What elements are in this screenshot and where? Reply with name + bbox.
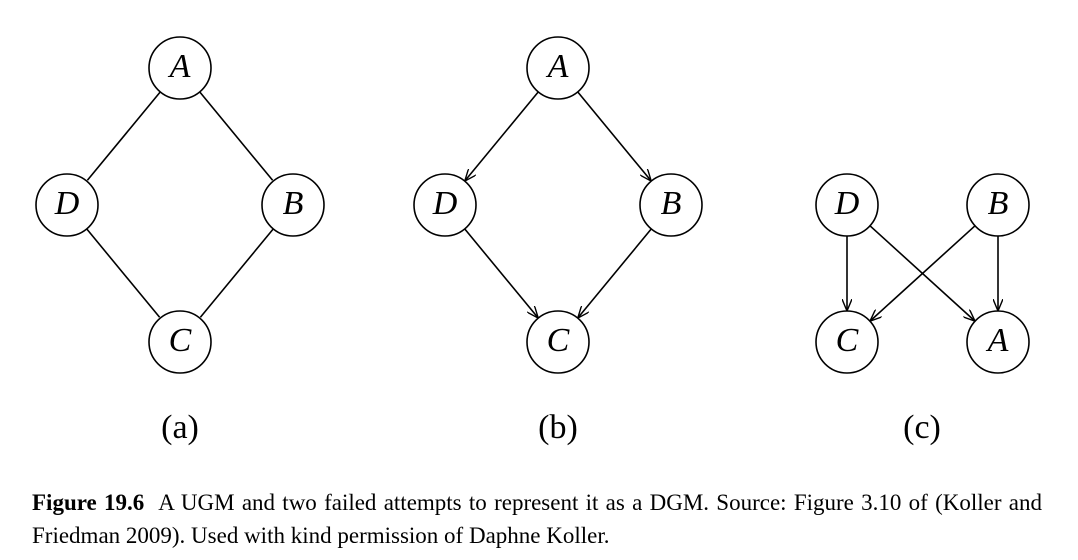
node-b: B: [639, 173, 703, 237]
node-circle: [148, 36, 212, 100]
edge-b-c: [199, 228, 274, 318]
figure-diagram: A D B C A D B C D B C A (a) (b) (c): [35, 36, 1030, 446]
node-label: C: [836, 322, 859, 359]
node-d: D: [35, 173, 99, 237]
node-circle: [966, 310, 1030, 374]
node-circle: [413, 173, 477, 237]
node-c: C: [148, 310, 212, 374]
panel-label: (b): [538, 409, 578, 446]
node-label: A: [986, 322, 1009, 359]
node-label: B: [988, 185, 1009, 222]
caption-text: A UGM and two failed attempts to represe…: [32, 490, 1043, 548]
edge-d-c: [86, 228, 161, 318]
edge-d-c: [464, 228, 538, 317]
node-circle: [526, 36, 590, 100]
node-b: B: [261, 173, 325, 237]
panel-label: (c): [903, 409, 941, 446]
node-c: C: [815, 310, 879, 374]
node-circle: [526, 310, 590, 374]
node-c: C: [526, 310, 590, 374]
panel-label: (a): [161, 409, 199, 446]
edge-a-b: [577, 91, 651, 180]
edge-a-d: [86, 91, 161, 181]
node-circle: [148, 310, 212, 374]
node-a: A: [148, 36, 212, 100]
edge-a-d: [465, 91, 539, 180]
node-circle: [966, 173, 1030, 237]
node-label: C: [169, 322, 192, 359]
node-circle: [815, 173, 879, 237]
figure-number: Figure 19.6: [32, 490, 145, 515]
node-b: B: [966, 173, 1030, 237]
node-label: D: [834, 185, 860, 222]
node-circle: [815, 310, 879, 374]
node-a: A: [526, 36, 590, 100]
node-d: D: [413, 173, 477, 237]
node-label: B: [283, 185, 304, 222]
edge-a-b: [199, 91, 274, 181]
node-label: D: [54, 185, 80, 222]
node-label: A: [546, 48, 569, 85]
node-label: C: [547, 322, 570, 359]
node-d: D: [815, 173, 879, 237]
node-circle: [35, 173, 99, 237]
node-a: A: [966, 310, 1030, 374]
edge-b-c: [578, 228, 652, 317]
node-label: A: [168, 48, 191, 85]
node-label: B: [661, 185, 682, 222]
node-circle: [639, 173, 703, 237]
node-circle: [261, 173, 325, 237]
node-label: D: [432, 185, 458, 222]
edge-b-c: [871, 225, 976, 321]
